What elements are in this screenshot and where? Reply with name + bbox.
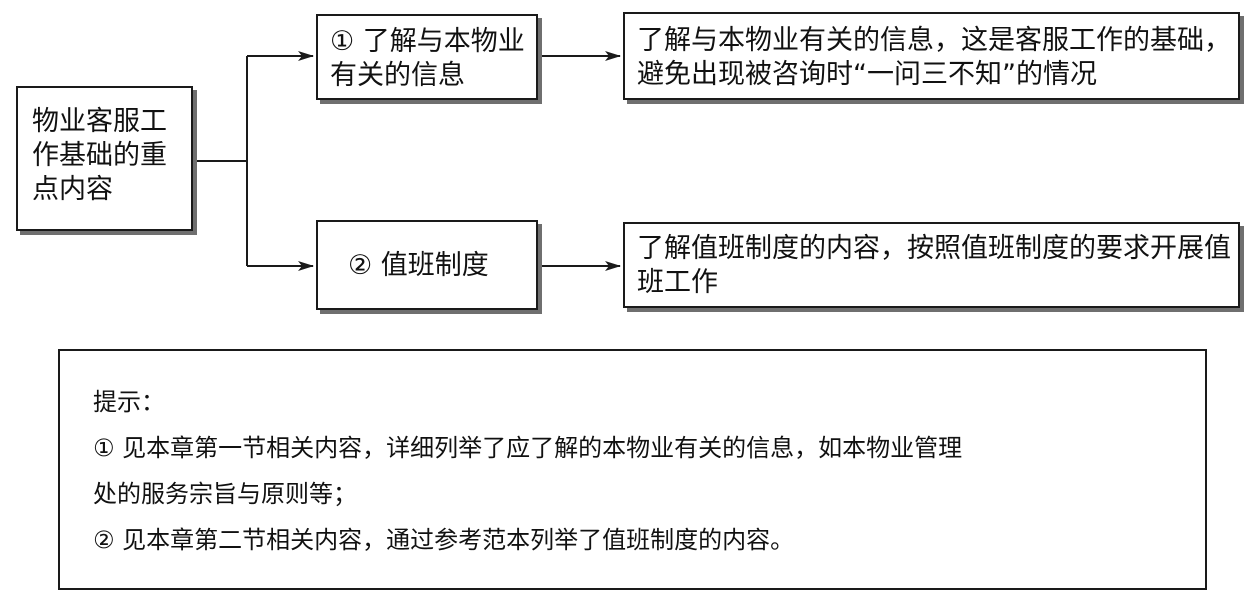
tip-line-2: 处的服务宗旨与原则等； xyxy=(93,480,357,508)
detail-node-2: 了解值班制度的内容，按照值班制度的要求开展值班工作 xyxy=(623,222,1240,308)
topic-node-1: ① 了解与本物业有关的信息 xyxy=(316,14,538,100)
tip-heading: 提示： xyxy=(93,388,165,416)
tip-box: 提示： ① 见本章第一节相关内容，详细列举了应了解的本物业有关的信息，如本物业管… xyxy=(58,349,1207,590)
root-node-text: 物业客服工作基础的重点内容 xyxy=(32,106,167,205)
detail-node-2-text: 了解值班制度的内容，按照值班制度的要求开展值班工作 xyxy=(637,233,1231,298)
tip-line-3: ② 见本章第二节相关内容，通过参考范本列举了值班制度的内容。 xyxy=(93,526,795,554)
root-node: 物业客服工作基础的重点内容 xyxy=(16,86,193,231)
topic-node-2-text: ② 值班制度 xyxy=(348,250,489,281)
topic-node-2: ② 值班制度 xyxy=(316,220,538,310)
tip-line-1: ① 见本章第一节相关内容，详细列举了应了解的本物业有关的信息，如本物业管理 xyxy=(93,434,963,462)
detail-node-1-text: 了解与本物业有关的信息，这是客服工作的基础，避免出现被咨询时“一问三不知”的情况 xyxy=(637,25,1231,90)
detail-node-1: 了解与本物业有关的信息，这是客服工作的基础，避免出现被咨询时“一问三不知”的情况 xyxy=(623,12,1240,100)
topic-node-1-text: ① 了解与本物业有关的信息 xyxy=(330,26,525,91)
